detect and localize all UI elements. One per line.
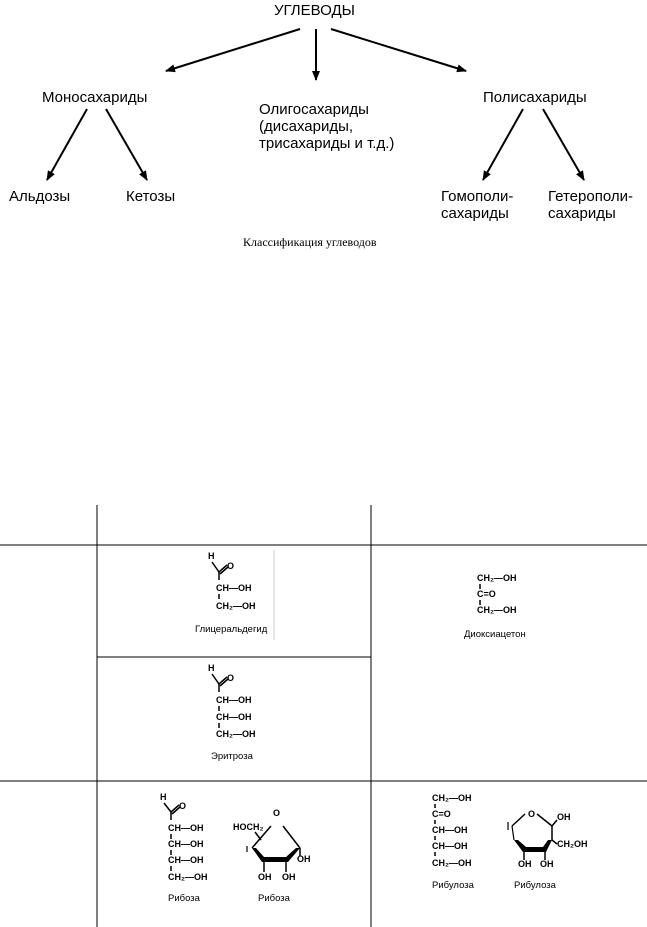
svg-text:C=O: C=O [432,809,451,819]
svg-text:CH—OH: CH—OH [432,825,468,835]
arrow-root-to-mono [165,28,301,73]
svg-text:OH: OH [518,859,532,869]
svg-text:CH—OH: CH—OH [216,712,252,722]
heteropolysaccharides-node-line1: Гетерополи- [548,188,633,205]
ribulose-ring-label: Рибулоза [514,880,557,891]
root-node: УГЛЕВОДЫ [274,2,355,19]
table-grid [0,505,647,927]
heteropolysaccharides-node-line2: сахариды [548,205,616,222]
erythrose-structure: H O CH—OH CH—OH CH₂—OH Эритроза [208,663,256,762]
oligosaccharides-node-line3: трисахариды и т.д.) [259,135,395,152]
glyceraldehyde-structure: H O CH—OH CH₂—OH Глицеральдегид [195,551,268,635]
arrow-mono-to-aldoses [46,108,88,181]
monosaccharides-node: Моносахариды [42,89,148,106]
glyceraldehyde-label: Глицеральдегид [195,624,268,635]
homopolysaccharides-node-line2: сахариды [441,205,509,222]
figure-caption: Классификация углеводов [243,235,377,249]
svg-text:H: H [208,663,215,673]
ketoses-node: Кетозы [126,188,176,205]
svg-text:C=O: C=O [477,589,496,599]
svg-text:CH—OH: CH—OH [168,855,204,865]
dihydroxyacetone-label: Диоксиацетон [464,629,526,640]
svg-text:CH₂—OH: CH₂—OH [432,858,472,868]
svg-text:H: H [160,792,167,802]
ribulose-chain-label: Рибулоза [432,880,475,891]
erythrose-label: Эритроза [211,751,254,762]
svg-text:OH: OH [297,854,311,864]
homopolysaccharides-node-line1: Гомополи- [441,188,514,205]
svg-text:CH₂—OH: CH₂—OH [432,793,472,803]
arrow-mono-to-ketoses [105,108,148,181]
svg-text:OH: OH [282,872,296,882]
svg-text:CH₂—OH: CH₂—OH [168,872,208,882]
svg-text:CH₂—OH: CH₂—OH [477,573,517,583]
oligosaccharides-node-line2: (дисахариды, [259,118,354,135]
polysaccharides-node: Полисахариды [483,89,587,106]
svg-text:O: O [227,561,234,571]
dihydroxyacetone-structure: CH₂—OH C=O CH₂—OH Диоксиацетон [464,573,526,640]
svg-text:CH—OH: CH—OH [432,841,468,851]
svg-text:H: H [208,551,215,561]
svg-text:CH₂—OH: CH₂—OH [477,605,517,615]
svg-text:HOCH₂: HOCH₂ [233,822,264,832]
ribose-ring-structure: HOCH₂ O OH OH OH Рибоза [233,808,311,904]
ribulose-ring-structure: O OH CH₂OH OH OH Рибулоза [507,809,588,891]
ribulose-chain-structure: CH₂—OH C=O CH—OH CH—OH CH₂—OH Рибулоза [432,793,475,891]
arrow-poly-to-hetero [542,108,585,181]
svg-text:CH₂OH: CH₂OH [557,839,588,849]
svg-text:OH: OH [540,859,554,869]
svg-text:CH—OH: CH—OH [216,583,252,593]
arrow-root-to-poly [330,28,467,73]
arrow-poly-to-homo [482,108,524,181]
svg-text:OH: OH [557,812,571,822]
oligosaccharides-node-line1: Олигосахариды [259,101,369,118]
aldoses-node: Альдозы [9,188,71,205]
svg-text:OH: OH [258,872,272,882]
svg-text:O: O [273,808,280,818]
svg-text:O: O [528,809,535,819]
svg-text:CH₂—OH: CH₂—OH [216,729,256,739]
svg-text:CH—OH: CH—OH [168,823,204,833]
ribose-chain-label: Рибоза [168,893,201,904]
ribose-ring-label: Рибоза [258,893,291,904]
svg-text:O: O [179,801,186,811]
ribose-chain-structure: H O CH—OH CH—OH CH—OH CH₂—OH Рибоза [160,792,208,904]
svg-text:CH₂—OH: CH₂—OH [216,601,256,611]
svg-text:CH—OH: CH—OH [216,695,252,705]
svg-text:CH—OH: CH—OH [168,839,204,849]
svg-text:O: O [227,673,234,683]
